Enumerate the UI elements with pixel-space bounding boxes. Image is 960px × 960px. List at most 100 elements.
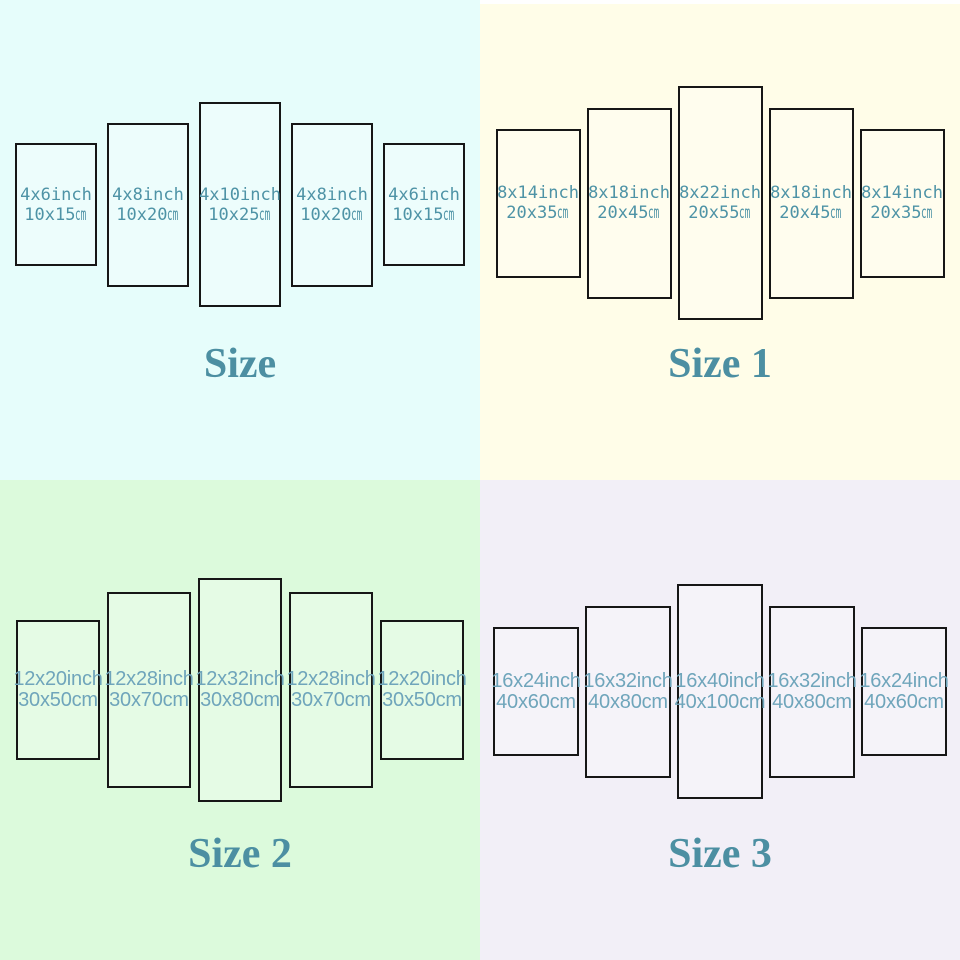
- panel-label: 4x8inch 10x20cm: [112, 185, 184, 225]
- panel-size-cm-line: 30x50cm: [13, 690, 102, 711]
- canvas-panel: 12x20inch 30x50cm: [13, 620, 103, 760]
- canvas-panel: 8x18inch 20x45cm: [586, 107, 672, 299]
- panel-label: 12x32inch 30x80cm: [195, 668, 285, 711]
- panel-size-cm: 40x60: [496, 690, 550, 713]
- quadrant-size-1: 8x14inch 20x35cm 8x18inch 20x45cm 8x22in…: [480, 0, 960, 480]
- canvas-panel: 4x8inch 10x20cm: [107, 122, 189, 287]
- panel-size-cm-unit: cm: [641, 690, 668, 713]
- panel-size-inch: 12x28inch: [286, 668, 376, 690]
- canvas-panel: 12x28inch 30x70cm: [286, 592, 376, 788]
- panel-size-inch: 8x14inch: [861, 183, 943, 203]
- panel-size-cm: 40x100: [674, 690, 740, 713]
- panel-size-cm-line: 10x20cm: [112, 205, 184, 225]
- panel-size-cm-unit: cm: [167, 204, 179, 225]
- panel-size-inch: 16x32inch: [767, 669, 857, 692]
- panel-label: 12x20inch 30x50cm: [377, 668, 467, 711]
- panel-size-inch: 16x24inch: [491, 669, 581, 692]
- panel-size-cm-unit: cm: [648, 203, 660, 223]
- panel-size-inch: 4x6inch: [388, 184, 460, 205]
- panel-size-cm-unit: cm: [344, 689, 371, 711]
- quadrant-size-3: 16x24inch 40x60cm 16x32inch 40x80cm 16x4…: [480, 480, 960, 960]
- quadrant-title: Size 2: [188, 831, 292, 877]
- panel-size-cm-unit: cm: [739, 690, 766, 713]
- panel-size-cm: 30x80: [200, 689, 254, 711]
- panel-label: 4x6inch 10x15cm: [388, 185, 460, 225]
- panel-label: 16x24inch 40x60cm: [859, 670, 949, 713]
- panel-size-inch: 12x20inch: [377, 668, 467, 690]
- canvas-panel: 12x28inch 30x70cm: [104, 592, 194, 788]
- panel-size-inch: 16x40inch: [675, 669, 765, 692]
- panel-size-inch: 12x20inch: [13, 668, 103, 690]
- panel-label: 4x10inch 10x25cm: [199, 185, 281, 225]
- panel-size-cm: 30x70: [109, 689, 163, 711]
- canvas-panel: 8x18inch 20x45cm: [768, 107, 854, 299]
- panel-size-cm-line: 20x55cm: [679, 203, 761, 223]
- panel-label: 12x28inch 30x70cm: [104, 668, 194, 711]
- canvas-panel: 16x24inch 40x60cm: [859, 627, 949, 756]
- panel-size-inch: 4x10inch: [199, 184, 281, 205]
- quadrant-title: Size 1: [668, 341, 772, 387]
- panel-size-cm: 10x15: [392, 204, 444, 225]
- canvas-panel: 12x20inch 30x50cm: [377, 620, 467, 760]
- panel-label: 16x40inch 40x100cm: [674, 669, 766, 713]
- panel-size-cm: 10x20: [116, 204, 168, 225]
- panel-size-inch: 12x28inch: [104, 668, 194, 690]
- canvas-panel: 4x6inch 10x15cm: [383, 143, 465, 266]
- panel-row: 8x14inch 20x35cm 8x18inch 20x45cm 8x22in…: [480, 86, 960, 320]
- panel-size-cm-line: 40x80cm: [583, 690, 672, 713]
- canvas-panel: 4x10inch 10x25cm: [199, 102, 281, 307]
- panel-size-cm-line: 20x45cm: [588, 203, 670, 223]
- panel-size-cm-line: 30x70cm: [104, 690, 193, 711]
- panel-label: 16x32inch 40x80cm: [767, 669, 857, 713]
- panel-size-cm-unit: cm: [75, 204, 87, 225]
- panel-size-cm-line: 30x70cm: [286, 690, 375, 711]
- panel-size-cm: 40x60: [864, 690, 918, 713]
- panel-size-cm: 30x50: [18, 689, 72, 711]
- panel-label: 12x28inch 30x70cm: [286, 668, 376, 711]
- panel-label: 8x14inch 20x35cm: [497, 183, 579, 223]
- panel-size-cm-line: 40x60cm: [491, 690, 580, 713]
- panel-size-cm-unit: cm: [259, 204, 271, 225]
- canvas-panel: 16x24inch 40x60cm: [491, 627, 581, 756]
- panel-size-cm-unit: cm: [739, 203, 751, 223]
- panel-size-cm-line: 20x45cm: [770, 203, 852, 223]
- white-strip: [480, 0, 960, 4]
- panel-size-cm-unit: cm: [162, 689, 189, 711]
- panel-size-inch: 16x32inch: [583, 669, 673, 692]
- panel-label: 8x14inch 20x35cm: [861, 183, 943, 223]
- panel-size-cm-line: 20x35cm: [861, 203, 943, 223]
- panel-size-cm-line: 20x35cm: [497, 203, 579, 223]
- panel-size-cm-line: 10x25cm: [199, 205, 281, 225]
- panel-size-cm-unit: cm: [830, 203, 842, 223]
- panel-size-cm-line: 40x80cm: [767, 690, 856, 713]
- panel-label: 16x24inch 40x60cm: [491, 669, 581, 713]
- panel-size-cm-unit: cm: [921, 203, 933, 223]
- panel-size-cm: 10x25: [208, 204, 260, 225]
- panel-size-cm: 30x50: [382, 689, 436, 711]
- panel-label: 16x32inch 40x80cm: [583, 669, 673, 713]
- quadrant-title: Size 3: [668, 831, 772, 877]
- panel-size-cm-unit: cm: [253, 689, 280, 711]
- panel-size-cm-unit: cm: [557, 203, 569, 223]
- canvas-panel: 12x32inch 30x80cm: [195, 578, 285, 802]
- quadrant-size: 4x6inch 10x15cm 4x8inch 10x20cm 4x10inch…: [0, 0, 480, 480]
- panel-size-cm: 20x35: [506, 203, 558, 223]
- panel-size-cm-unit: cm: [549, 690, 576, 713]
- canvas-panel: 16x32inch 40x80cm: [767, 605, 857, 778]
- panel-size-inch: 12x32inch: [195, 668, 285, 690]
- panel-row: 16x24inch 40x60cm 16x32inch 40x80cm 16x4…: [480, 584, 960, 799]
- panel-size-cm: 10x20: [300, 204, 352, 225]
- canvas-panel: 16x32inch 40x80cm: [583, 605, 673, 778]
- panel-size-cm-unit: cm: [71, 689, 98, 711]
- panel-size-cm: 30x70: [291, 689, 345, 711]
- canvas-panel: 8x22inch 20x55cm: [677, 86, 763, 320]
- panel-size-cm: 40x80: [772, 690, 826, 713]
- panel-size-inch: 4x8inch: [112, 184, 184, 205]
- panel-size-cm: 40x80: [588, 690, 642, 713]
- panel-size-inch: 8x18inch: [770, 183, 852, 203]
- panel-size-inch: 8x14inch: [497, 183, 579, 203]
- panel-size-cm: 10x15: [24, 204, 76, 225]
- panel-size-cm-line: 40x100cm: [674, 690, 766, 713]
- panel-size-cm-line: 30x50cm: [377, 690, 466, 711]
